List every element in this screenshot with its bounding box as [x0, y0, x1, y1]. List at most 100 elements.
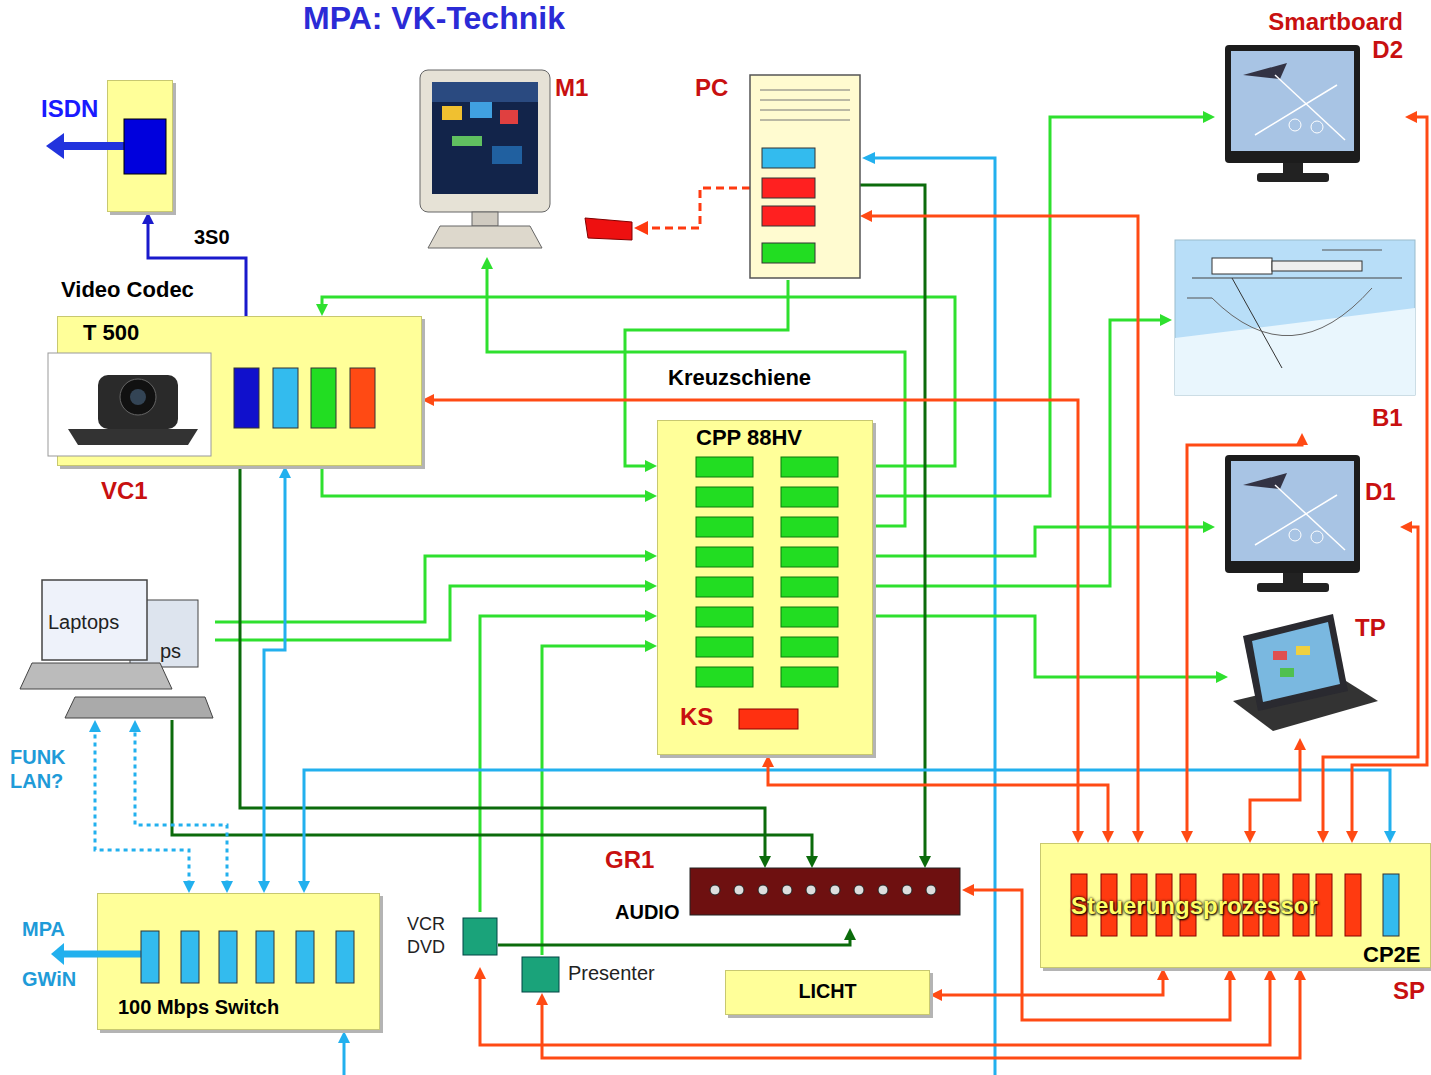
rack-knob: [830, 885, 840, 895]
arrowhead: [759, 856, 771, 868]
node-text: Kreuzschiene: [668, 365, 811, 390]
arrowhead: [422, 394, 434, 406]
connector-line: [873, 527, 1207, 556]
port: [781, 637, 838, 657]
picture-ground: [1175, 308, 1415, 395]
arrowhead: [862, 152, 875, 164]
screen-sketch: [1311, 121, 1323, 133]
drive-bay: [760, 110, 850, 111]
screen-glow: [432, 82, 538, 102]
node-text-holder: M1: [555, 74, 588, 102]
port: [696, 517, 753, 537]
monitor-frame: [420, 70, 550, 212]
port: [273, 368, 298, 428]
arrowhead: [1346, 831, 1358, 843]
rack-knob: [806, 885, 816, 895]
port: [181, 931, 199, 983]
connector: [873, 314, 1172, 586]
node-text: VC1: [101, 477, 148, 505]
arrowhead: [1203, 521, 1215, 533]
node-text: Video Codec: [61, 277, 194, 302]
arrowhead: [536, 993, 548, 1005]
arrowhead: [645, 580, 657, 592]
port: [781, 487, 838, 507]
node-text-holder: LICHT: [726, 980, 929, 1003]
arrowhead: [1294, 738, 1306, 750]
node-text-holder: Presenter: [568, 962, 655, 985]
edge-label-holder: 3S0: [192, 226, 232, 249]
arrowhead: [474, 967, 486, 979]
drive-bay: [760, 90, 850, 91]
arrowhead: [860, 210, 872, 222]
free-label-holder: GWiN: [22, 968, 76, 991]
device-node: Laptops: [20, 575, 215, 720]
display-screen: [1231, 461, 1354, 561]
camera-lens: [130, 389, 146, 405]
device-node: GR1AUDIO: [605, 868, 962, 928]
node-text-holder: Smartboard D2: [1268, 8, 1403, 63]
screen-sketch: [1275, 485, 1345, 550]
node-text: Steuerungsprozessor: [1071, 892, 1318, 920]
arrowhead: [962, 884, 974, 896]
screen-icon: [470, 102, 492, 118]
media-box: [463, 918, 497, 955]
device-box: ISDN: [107, 80, 173, 212]
port: [696, 457, 753, 477]
screen-plane: [1243, 473, 1287, 489]
arrowhead: [844, 928, 856, 940]
node-text-holder: T 500: [83, 320, 139, 345]
rack-knob: [758, 885, 768, 895]
screen-sketch: [1255, 495, 1337, 545]
arrowhead: [645, 490, 657, 502]
port: [256, 931, 274, 983]
connector-line: [873, 320, 1164, 586]
camera-lens: [120, 379, 156, 415]
connector: [89, 720, 195, 893]
node-text-holder: B1: [1372, 404, 1403, 432]
sketch-part: [1272, 261, 1362, 271]
sketch-line: [1212, 288, 1372, 336]
wire: [64, 142, 124, 150]
device-node: VCR DVD: [403, 912, 498, 967]
port: [696, 547, 753, 567]
arrowhead: [279, 466, 291, 478]
sketch-line: [1187, 298, 1212, 299]
port: [219, 931, 237, 983]
arrowhead: [1244, 831, 1256, 843]
drive-bay: [760, 120, 850, 121]
arrowhead: [221, 881, 233, 893]
arrowhead: [51, 943, 64, 965]
free-label: GWiN: [22, 968, 76, 991]
port: [696, 487, 753, 507]
port: [336, 931, 354, 983]
arrowhead: [1264, 968, 1276, 980]
node-text-holder: D1: [1365, 478, 1396, 506]
display-body: [1225, 455, 1360, 573]
device-illustration: [1172, 238, 1417, 433]
device-illustration: [20, 575, 215, 720]
arrowhead: [806, 856, 818, 868]
connector: [498, 928, 856, 945]
connector-line: [498, 936, 850, 945]
connector-line: [1250, 746, 1300, 834]
arrowhead: [142, 212, 154, 224]
audio-rack: [690, 868, 960, 915]
diagram-title-holder: MPA: VK-Technik: [303, 0, 565, 37]
node-text: M1: [555, 74, 588, 102]
node-text: Laptops: [48, 611, 119, 634]
arrowhead: [645, 550, 657, 562]
node-text: CPP 88HV: [696, 425, 802, 450]
display-body: [1225, 45, 1360, 163]
port: [762, 206, 815, 226]
connector: [762, 755, 1114, 843]
arrowhead: [634, 221, 648, 235]
arrowhead: [1203, 111, 1215, 123]
node-text-holder: SP: [1393, 977, 1425, 1005]
node-text-holder: Steuerungsprozessor: [1071, 892, 1318, 920]
node-text-holder: KS: [680, 703, 713, 731]
node-text-holder: Kreuzschiene: [668, 365, 811, 390]
node-text: Presenter: [568, 962, 655, 985]
node-text-holder: CPP 88HV: [696, 425, 802, 450]
drive-bay: [760, 100, 850, 101]
sketch-line: [1192, 278, 1402, 279]
